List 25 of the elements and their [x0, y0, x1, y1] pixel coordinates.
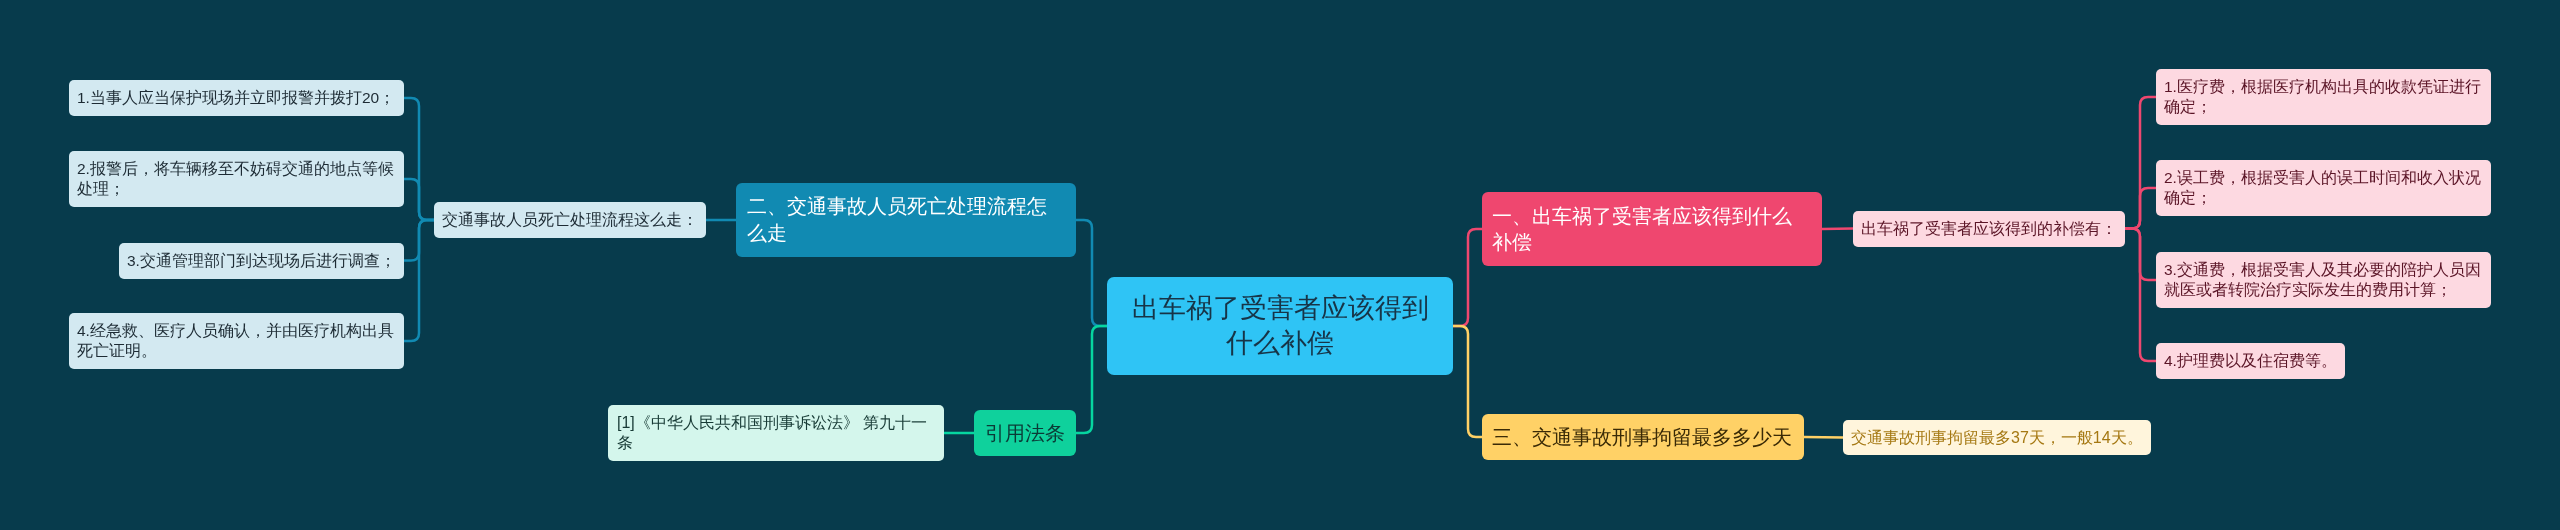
note-box: 2.误工费，根据受害人的误工时间和收入状况确定；: [2156, 160, 2491, 216]
topic-box: 一、出车祸了受害者应该得到什么补偿: [1482, 192, 1822, 266]
connector-line: [1074, 324, 1109, 435]
connector-line: [2123, 227, 2158, 363]
note-box: [1]《中华人民共和国刑事诉讼法》 第九十一条: [608, 405, 944, 461]
note-box: 4.护理费以及住宿费等。: [2156, 343, 2345, 379]
connector-line: [1451, 324, 1484, 439]
central-topic-box: 出车祸了受害者应该得到什么补偿: [1107, 277, 1453, 375]
topic-box: 二、交通事故人员死亡处理流程怎么走: [736, 183, 1076, 257]
note-box: 3.交通管理部门到达现场后进行调查；: [119, 242, 404, 279]
subtopic-box: 交通事故人员死亡处理流程这么走：: [434, 202, 706, 238]
note-box: 1.当事人应当保护现场并立即报警并拨打20；: [69, 80, 404, 116]
connector-line: [942, 431, 976, 435]
note-box: 4.经急救、医疗人员确认，并由医疗机构出具死亡证明。: [69, 313, 404, 369]
note-box: 2.报警后，将车辆移至不妨碍交通的地点等候处理；: [69, 151, 404, 207]
subtopic-box: 出车祸了受害者应该得到的补偿有：: [1853, 210, 2125, 247]
connector-line: [402, 218, 436, 343]
topic-box: 三、交通事故刑事拘留最多多少天: [1482, 414, 1804, 460]
note-box: 1.医疗费，根据医疗机构出具的收款凭证进行确定；: [2156, 69, 2491, 125]
topic-box: 引用法条: [974, 410, 1076, 456]
connector-line: [704, 218, 738, 222]
note-box: 交通事故刑事拘留最多37天，一般14天。: [1843, 420, 2151, 455]
connector-line: [1802, 435, 1845, 439]
connector-line: [1820, 227, 1855, 231]
note-box: 3.交通费，根据受害人及其必要的陪护人员因就医或者转院治疗实际发生的费用计算；: [2156, 252, 2491, 308]
